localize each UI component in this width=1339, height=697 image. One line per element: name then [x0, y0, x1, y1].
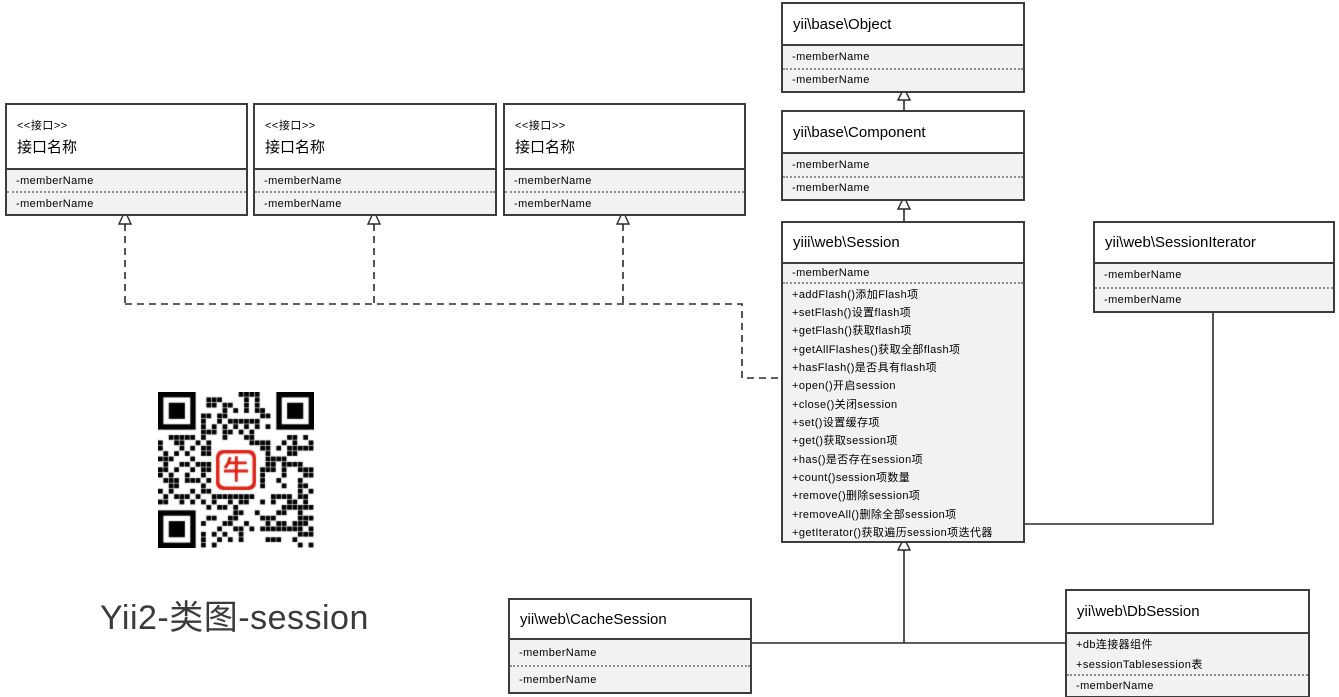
member-row: -memberName	[264, 197, 342, 210]
class-name-interface-2: 接口名称	[265, 138, 326, 156]
class-members-interface-1: -memberName -memberName	[7, 170, 246, 214]
member-row: -memberName	[1104, 269, 1182, 282]
class-box-component: yii\base\Component -memberName -memberName	[781, 110, 1025, 201]
realization-line-session-to-interfaces	[124, 224, 781, 379]
member-row: +addFlash()添加Flash项	[792, 288, 919, 301]
member-group: -memberName	[255, 170, 495, 191]
class-name-object: yii\base\Object	[793, 15, 892, 33]
member-group: -memberName	[783, 154, 1023, 176]
class-members-session: -memberName +addFlash()添加Flash项 +setFlash(…	[783, 264, 1023, 542]
member-row: -memberName	[1104, 293, 1182, 306]
member-group: -memberName	[1095, 286, 1333, 312]
member-group: -memberName	[7, 191, 246, 214]
member-row: -memberName	[519, 646, 597, 659]
class-title-interface-2: <<接口>> 接口名称	[255, 105, 495, 170]
member-row: -memberName	[792, 182, 870, 195]
member-row: -memberName	[514, 174, 592, 187]
member-row: -memberName	[792, 50, 870, 63]
qr-code	[158, 392, 314, 548]
class-box-session-iterator: yii\web\SessionIterator-memberName-membe…	[1093, 221, 1335, 313]
class-name-session: yiii\web\Session	[793, 234, 900, 251]
member-group: -memberName	[510, 640, 750, 665]
member-group: -memberName	[783, 264, 1023, 282]
class-title-cache-session: yii\web\CacheSession	[510, 600, 750, 640]
class-title-interface-1: <<接口>> 接口名称	[7, 105, 246, 170]
member-row: +count()session项数量	[792, 471, 911, 484]
class-stereotype-interface-2: <<接口>>	[265, 119, 316, 132]
member-group: -memberName	[783, 46, 1023, 68]
class-name-component: yii\base\Component	[793, 123, 926, 141]
member-row: -memberName	[16, 197, 94, 210]
class-box-cache-session: yii\web\CacheSession-memberName-memberNa…	[508, 598, 752, 694]
member-row: -memberName	[792, 74, 870, 87]
member-group: -memberName	[1067, 674, 1308, 696]
class-name-session-iterator: yii\web\SessionIterator	[1105, 234, 1256, 251]
class-box-object: yii\base\Object -memberName -memberName	[781, 2, 1025, 93]
class-title-session: yiii\web\Session	[783, 223, 1023, 264]
class-name-cache-session: yii\web\CacheSession	[520, 610, 667, 628]
class-members-cache-session: -memberName -memberName	[510, 640, 750, 692]
member-row: +getAllFlashes()获取全部flash项	[792, 343, 961, 356]
class-stereotype-interface-1: <<接口>>	[17, 119, 68, 132]
member-group: -memberName	[510, 665, 750, 692]
member-group: +db连接器组件 +sessionTablesession表	[1067, 634, 1308, 674]
member-row: -memberName	[792, 158, 870, 171]
member-row: -memberName	[16, 174, 94, 187]
class-stereotype-interface-3: <<接口>>	[515, 119, 566, 132]
member-group: -memberName	[505, 170, 744, 191]
class-title-object: yii\base\Object	[783, 4, 1023, 46]
qr-code-container	[158, 392, 314, 548]
member-row: +db连接器组件	[1076, 639, 1153, 651]
class-box-db-session: yii\web\DbSession +db连接器组件 +sessionTablese…	[1065, 589, 1310, 697]
member-row: -memberName	[514, 197, 592, 210]
class-members-interface-3: -memberName -memberName	[505, 170, 744, 214]
class-members-component: -memberName -memberName	[783, 154, 1023, 199]
inheritance-line-subclasses-to-session	[752, 550, 1065, 644]
member-row: -memberName	[792, 267, 870, 280]
member-row: +getIterator()获取遍历session项迭代器	[792, 526, 993, 539]
member-group: -memberName	[7, 170, 246, 191]
member-row: +setFlash()设置flash项	[792, 306, 912, 319]
class-name-db-session: yii\web\DbSession	[1077, 603, 1200, 620]
class-name-interface-3: 接口名称	[515, 138, 576, 156]
member-row: +set()设置缓存项	[792, 416, 880, 429]
member-row: +removeAll()删除全部session项	[792, 508, 957, 521]
member-group: +addFlash()添加Flash项 +setFlash()设置flash项 +g…	[783, 282, 1023, 541]
member-row: +getFlash()获取flash项	[792, 325, 912, 338]
member-row: +get()获取session项	[792, 435, 898, 448]
class-members-session-iterator: -memberName -memberName	[1095, 264, 1333, 311]
member-group: -memberName	[1095, 264, 1333, 287]
member-group: -memberName	[783, 67, 1023, 92]
member-row: -memberName	[519, 673, 597, 686]
member-row: +sessionTablesession表	[1076, 659, 1203, 671]
member-group: -memberName	[505, 191, 744, 214]
member-row: +remove()删除session项	[792, 490, 921, 503]
member-group: -memberName	[255, 191, 495, 214]
class-box-interface-1: <<接口>> 接口名称 -memberName -memberName	[5, 103, 248, 216]
member-row: -memberName	[1076, 680, 1154, 692]
class-members-db-session: +db连接器组件 +sessionTablesession表 -memberName	[1067, 634, 1308, 696]
member-group: -memberName	[783, 175, 1023, 200]
class-members-object: -memberName -memberName	[783, 46, 1023, 91]
association-line-session-to-iterator	[1025, 307, 1214, 525]
member-row: +has()是否存在session项	[792, 453, 923, 466]
class-title-db-session: yii\web\DbSession	[1067, 591, 1308, 634]
member-row: +open()开启session	[792, 380, 896, 393]
class-title-session-iterator: yii\web\SessionIterator	[1095, 223, 1333, 264]
member-row: +hasFlash()是否具有flash项	[792, 361, 938, 374]
class-members-interface-2: -memberName -memberName	[255, 170, 495, 214]
diagram-title: Yii2-类图-session	[100, 599, 369, 637]
class-box-interface-3: <<接口>> 接口名称 -memberName -memberName	[503, 103, 746, 216]
class-title-interface-3: <<接口>> 接口名称	[505, 105, 744, 170]
member-row: -memberName	[264, 174, 342, 187]
class-box-interface-2: <<接口>> 接口名称 -memberName -memberName	[253, 103, 497, 216]
class-box-session: yiii\web\Session -memberName +addFlash()添加…	[781, 221, 1025, 544]
class-name-interface-1: 接口名称	[17, 138, 78, 156]
member-row: +close()关闭session	[792, 398, 898, 411]
class-title-component: yii\base\Component	[783, 112, 1023, 154]
